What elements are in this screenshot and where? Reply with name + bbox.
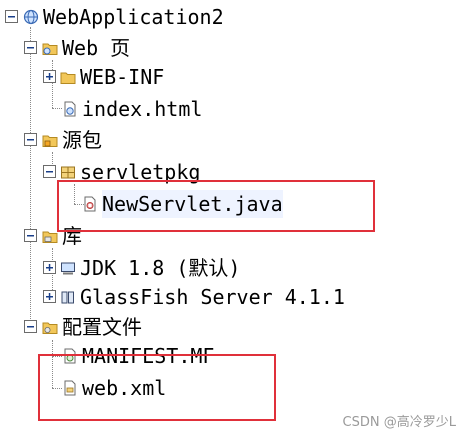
tree-item-label: WEB-INF	[80, 65, 165, 89]
globe-icon	[23, 9, 39, 25]
tree-line	[52, 340, 53, 388]
html-file-icon	[62, 101, 78, 117]
jdk-library-icon	[60, 260, 76, 276]
java-file-icon	[82, 196, 98, 212]
tree-item-label: web.xml	[82, 376, 167, 400]
web-folder-icon	[42, 40, 58, 56]
tree-line	[52, 108, 62, 109]
tree-line	[74, 204, 84, 205]
tree-line	[52, 152, 53, 172]
tree-item-glassfish[interactable]: GlassFish Server 4.1.1	[60, 283, 345, 311]
tree-line	[52, 356, 62, 357]
collapse-toggle[interactable]	[24, 320, 37, 333]
xml-file-icon	[62, 380, 78, 396]
manifest-file-icon	[62, 348, 78, 364]
tree-item-index-html[interactable]: index.html	[62, 95, 202, 123]
tree-item-label: index.html	[82, 97, 203, 121]
tree-item-manifest[interactable]: MANIFEST.MF	[62, 342, 214, 370]
package-icon	[60, 164, 76, 180]
tree-item-label: MANIFEST.MF	[82, 344, 215, 368]
tree-line	[30, 27, 31, 327]
server-library-icon	[60, 289, 76, 305]
tree-item-web-pages[interactable]: Web 页	[42, 34, 130, 62]
tree-line	[74, 184, 75, 204]
collapse-toggle[interactable]	[43, 165, 56, 178]
config-folder-icon	[42, 319, 58, 335]
expand-toggle[interactable]	[43, 290, 56, 303]
tree-item-root[interactable]: WebApplication2	[23, 3, 224, 31]
tree-item-label: NewServlet.java	[102, 190, 283, 218]
tree-item-label: WebApplication2	[43, 5, 224, 29]
collapse-toggle[interactable]	[5, 10, 18, 23]
tree-item-label: 源包	[62, 128, 102, 152]
watermark: CSDN @高冷罗少L	[342, 415, 456, 430]
tree-item-label: JDK 1.8 (默认)	[80, 256, 241, 280]
tree-item-label: 配置文件	[62, 315, 142, 339]
tree-item-label: Web 页	[62, 36, 131, 60]
tree-item-config-files[interactable]: 配置文件	[42, 313, 142, 341]
collapse-toggle[interactable]	[24, 133, 37, 146]
collapse-toggle[interactable]	[24, 41, 37, 54]
highlight-box-web-xml	[38, 354, 276, 421]
library-folder-icon	[42, 228, 58, 244]
tree-line	[52, 388, 62, 389]
collapse-toggle[interactable]	[24, 229, 37, 242]
tree-item-jdk[interactable]: JDK 1.8 (默认)	[60, 254, 240, 282]
expand-toggle[interactable]	[43, 261, 56, 274]
tree-item-web-xml[interactable]: web.xml	[62, 374, 166, 402]
tree-item-newservlet-java[interactable]: NewServlet.java	[82, 190, 283, 218]
tree-item-source-packages[interactable]: 源包	[42, 126, 102, 154]
folder-icon	[60, 69, 76, 85]
tree-item-label: GlassFish Server 4.1.1	[80, 285, 345, 309]
highlight-box-newservlet	[57, 180, 375, 232]
tree-line	[52, 60, 53, 108]
tree-item-web-inf[interactable]: WEB-INF	[60, 63, 164, 91]
source-folder-icon	[42, 132, 58, 148]
expand-toggle[interactable]	[43, 70, 56, 83]
